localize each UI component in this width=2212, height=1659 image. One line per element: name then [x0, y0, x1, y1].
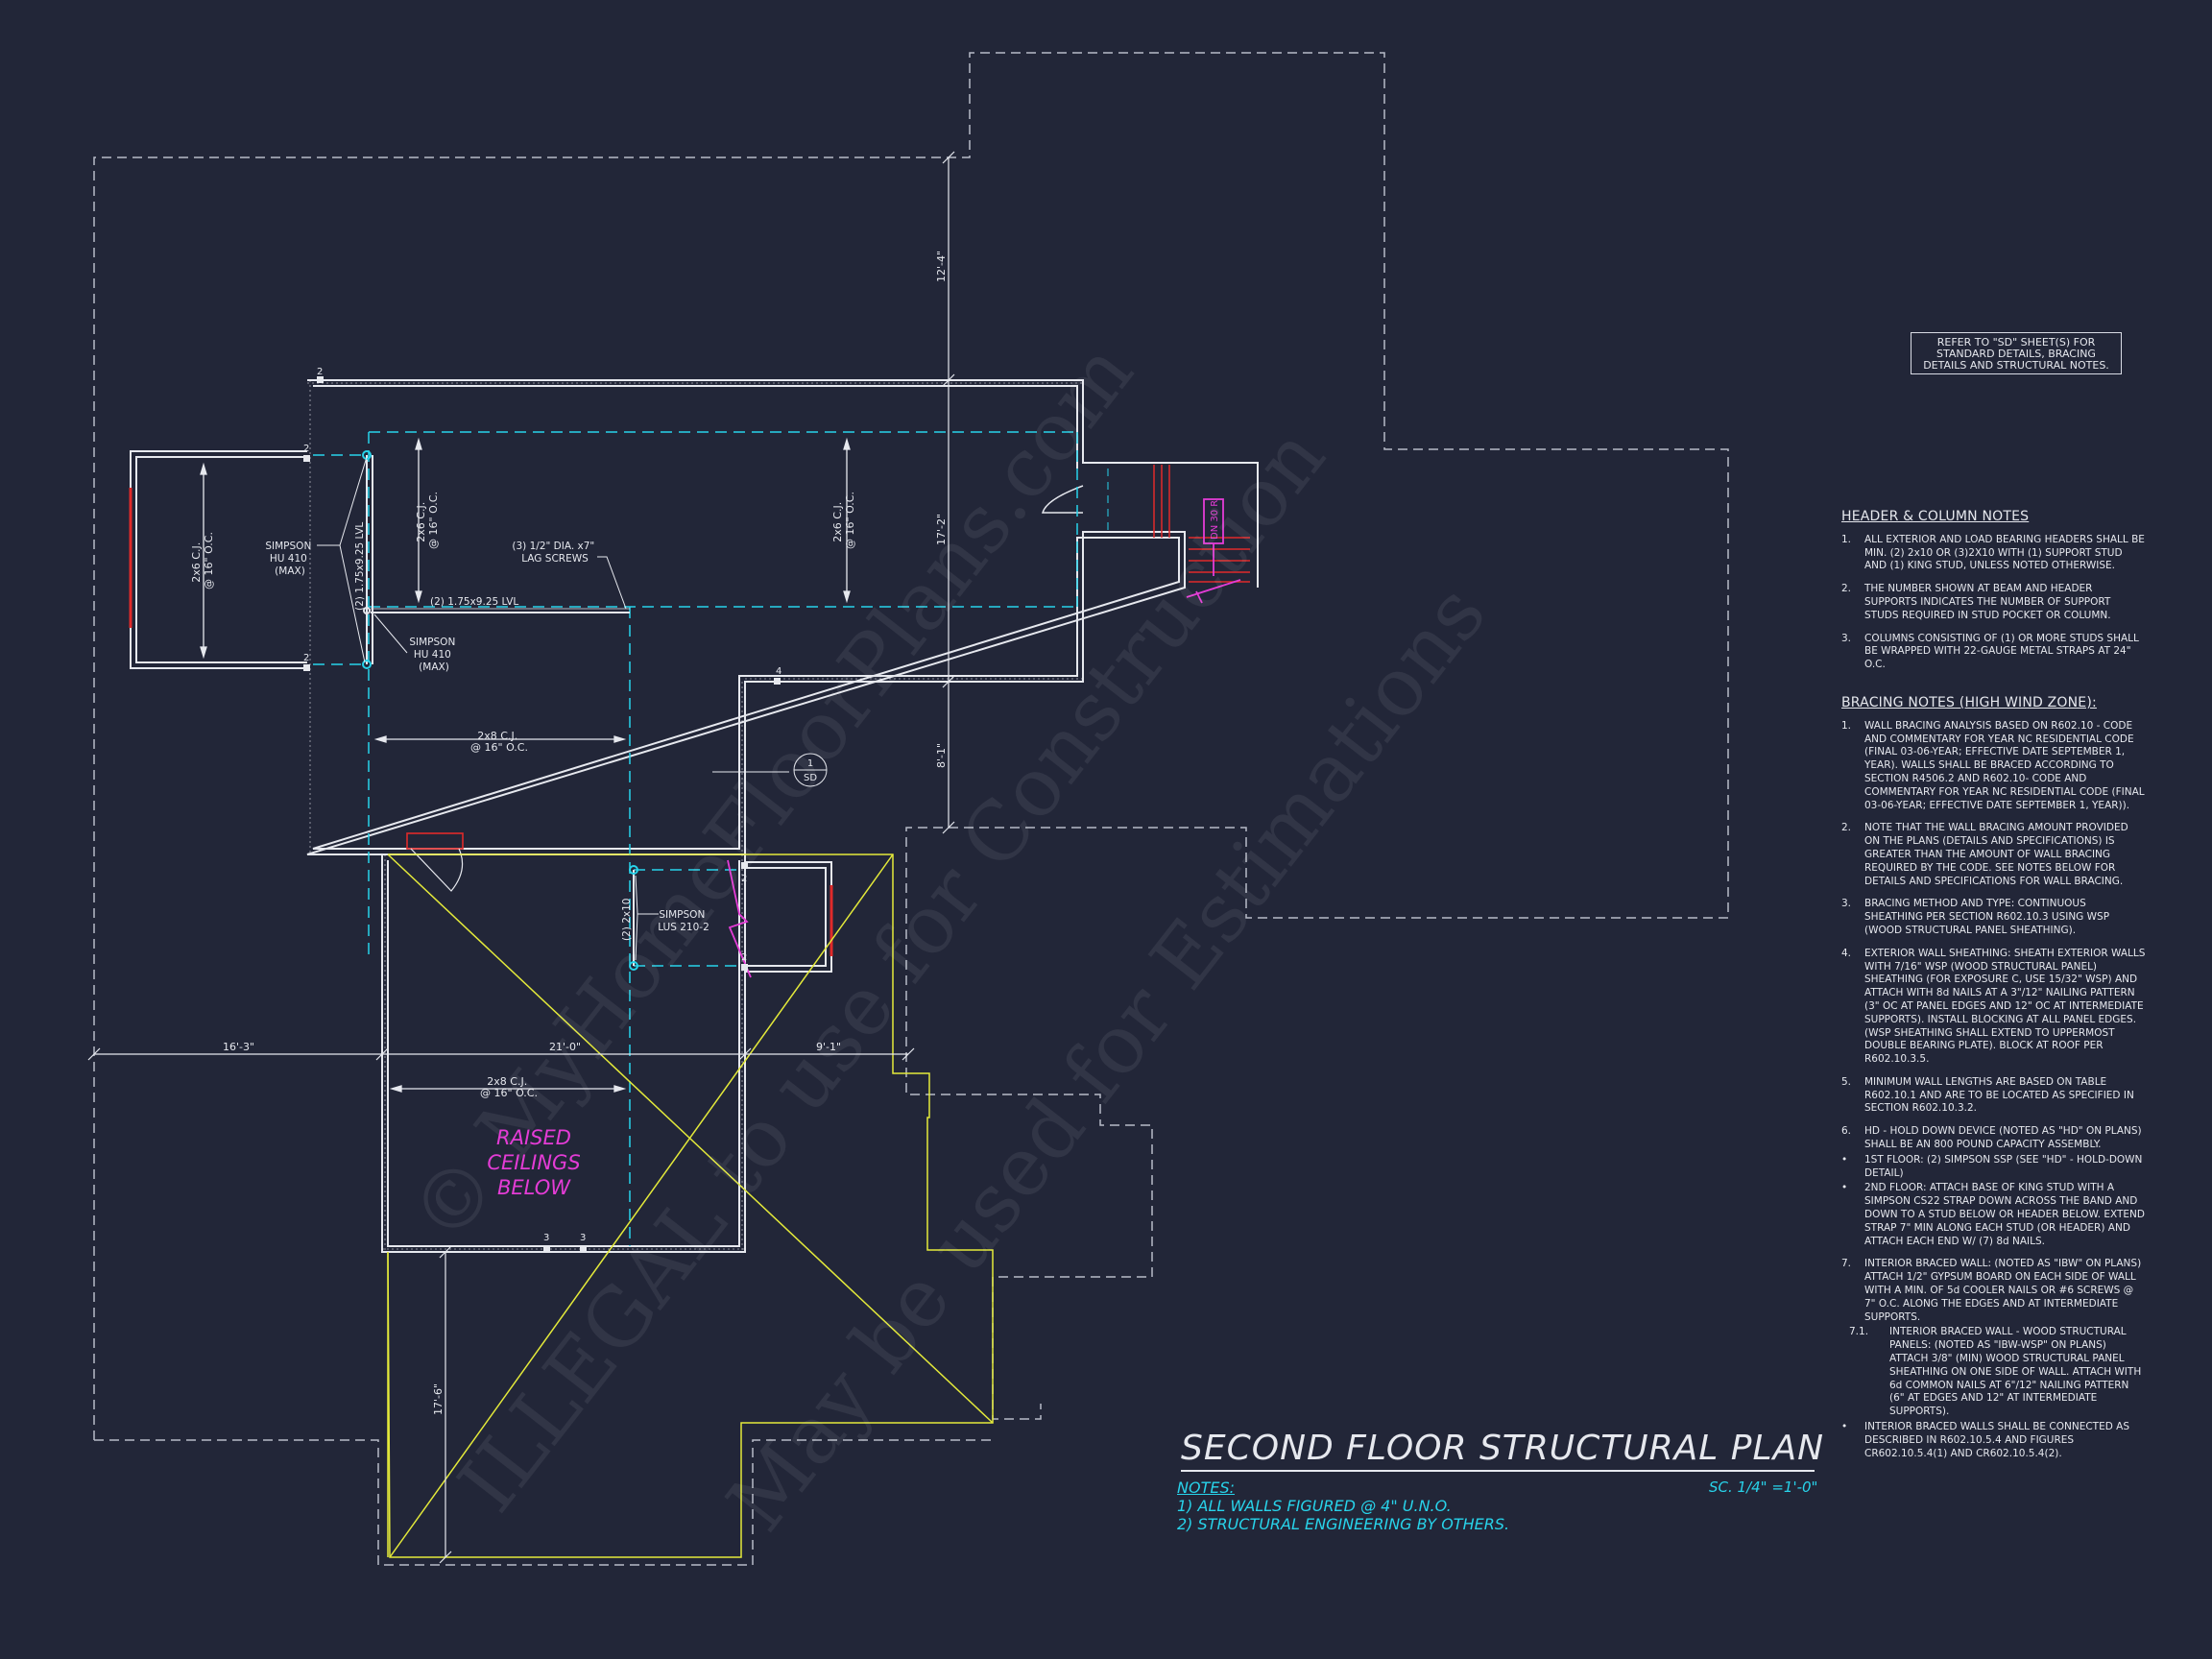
header-column-list: 1.ALL EXTERIOR AND LOAD BEARING HEADERS … — [1841, 534, 2147, 672]
simpson-top-1: SIMPSON — [265, 541, 311, 552]
bracing-list: 1.WALL BRACING ANALYSIS BASED ON R602.10… — [1841, 720, 2147, 1461]
simpson-lus-2: LUS 210-2 — [658, 922, 709, 933]
raised-ceilings-label: RAISED CEILINGS BELOW — [447, 1125, 620, 1200]
cj-right-1: 2x6 C.J. — [831, 502, 844, 542]
stair-label: DN 30 R — [1210, 500, 1220, 540]
cj-center-2: @ 16" O.C. — [427, 492, 440, 549]
bracing-note: 6.HD - HOLD DOWN DEVICE (NOTED AS "HD" O… — [1841, 1125, 2142, 1151]
simpson-top-3: (MAX) — [275, 565, 305, 577]
stud-count: 2 — [317, 367, 323, 377]
drawing-scale: SC. 1/4" =1'-0" — [1709, 1479, 1818, 1496]
header-note: 2.THE NUMBER SHOWN AT BEAM AND HEADER SU… — [1841, 583, 2111, 621]
bracing-heading: BRACING NOTES (HIGH WIND ZONE): — [1841, 694, 2097, 710]
bracing-note: 5.MINIMUM WALL LENGTHS ARE BASED ON TABL… — [1841, 1075, 2134, 1115]
break-line — [727, 859, 752, 978]
raised-ceilings-line-1: RAISED CEILINGS — [487, 1126, 581, 1174]
lag-screws-2: LAG SCREWS — [521, 553, 589, 565]
bracing-note: 4.EXTERIOR WALL SHEATHING: SHEATH EXTERI… — [1841, 947, 2146, 1066]
svg-text:SIMPSON HU 410 (MA: SIMPSON HU 410 (MAX) — [265, 541, 314, 577]
bracing-note: •INTERIOR BRACED WALLS SHALL BE CONNECTE… — [1841, 1421, 2129, 1459]
bracing-note: 7.INTERIOR BRACED WALL: (NOTED AS "IBW" … — [1841, 1258, 2142, 1323]
dim-right: 9'-1" — [816, 1041, 841, 1053]
svg-text:2x6 C.J. @ 16" O.C.: 2x6 C.J. @ 16" O.C. — [415, 492, 440, 549]
dim-mid: 17'-2" — [935, 514, 948, 545]
stud-count: 2 — [303, 444, 309, 454]
dimension-lines — [87, 151, 955, 1564]
simpson-bot-1: SIMPSON — [409, 637, 455, 648]
svg-text:2x8 C.J. @ 16" O.C.: 2x8 C.J. @ 16" O.C. — [470, 730, 528, 754]
svg-text:2x8 C.J. @ 16" O.C.: 2x8 C.J. @ 16" O.C. — [480, 1075, 538, 1099]
lvl-beams — [362, 450, 638, 971]
bracing-note: 7.1.INTERIOR BRACED WALL - WOOD STRUCTUR… — [1849, 1326, 2142, 1418]
cj-center-1: 2x6 C.J. — [415, 502, 427, 542]
svg-text:2x6 C.J. @ 16" O.C.: 2x6 C.J. @ 16" O.C. — [190, 532, 215, 589]
bracing-note: 3.BRACING METHOD AND TYPE: CONTINUOUS SH… — [1841, 898, 2110, 936]
walls — [130, 379, 1259, 1253]
dim-low: 8'-1" — [935, 743, 948, 768]
stud-markers — [303, 376, 781, 1253]
lag-screws-1: (3) 1/2" DIA. x7" — [512, 541, 594, 552]
stud-count: 4 — [776, 666, 781, 677]
simpson-lus-1: SIMPSON — [659, 909, 705, 921]
beam-lines — [313, 431, 1078, 1246]
lvl-vertical: (2) 1.75x9.25 LVL — [354, 522, 366, 611]
bracing-note: •1ST FLOOR: (2) SIMPSON SSP (SEE "HD" - … — [1841, 1153, 2143, 1179]
dim-top: 12'-4" — [935, 251, 948, 282]
simpson-bot-2: HU 410 — [414, 649, 451, 661]
stud-count: 2 — [741, 952, 747, 963]
reference-box: REFER TO "SD" SHEET(S) FOR STANDARD DETA… — [1911, 332, 2122, 374]
header-column-heading: HEADER & COLUMN NOTES — [1841, 509, 2030, 524]
roof-hips — [387, 854, 994, 1558]
stud-count: 2 — [741, 874, 747, 884]
structural-notes: HEADER & COLUMN NOTES 1.ALL EXTERIOR AND… — [1841, 509, 2147, 1470]
roof-outline — [93, 52, 1729, 1566]
stud-count: 3 — [580, 1233, 586, 1243]
cj-mid-2: @ 16" O.C. — [470, 741, 528, 754]
stair — [1042, 465, 1250, 604]
general-note: 1) ALL WALLS FIGURED @ 4" U.N.O. — [1177, 1497, 1452, 1515]
reference-line-1: REFER TO "SD" SHEET(S) FOR — [1936, 336, 2096, 349]
bracing-note: •2ND FLOOR: ATTACH BASE OF KING STUD WIT… — [1841, 1182, 2145, 1247]
svg-text:2x6 C.J. @ 16" O.C.: 2x6 C.J. @ 16" O.C. — [831, 492, 856, 549]
general-notes: NOTES: 1) ALL WALLS FIGURED @ 4" U.N.O. … — [1177, 1479, 1509, 1533]
cj-right-2: @ 16" O.C. — [844, 492, 856, 549]
stud-count: 3 — [543, 1233, 549, 1243]
reference-line-3: DETAILS AND STRUCTURAL NOTES. — [1923, 359, 2109, 372]
detail-tag-sheet: SD — [804, 773, 817, 783]
leaders — [317, 456, 828, 961]
cj-left-1: 2x6 C.J. — [190, 542, 203, 583]
bracing-note: 1.WALL BRACING ANALYSIS BASED ON R602.10… — [1841, 719, 2145, 811]
simpson-top-2: HU 410 — [270, 553, 307, 565]
plan-labels: 2x6 C.J. @ 16" O.C. 2x6 C.J. @ 16" O.C. … — [190, 251, 1220, 1415]
dim-center: 21'-0" — [549, 1041, 581, 1053]
svg-text:(3) 1/2" DIA. x7" LAG SC: (3) 1/2" DIA. x7" LAG SCREWS — [512, 541, 597, 565]
reference-line-2: STANDARD DETAILS, BRACING — [1936, 348, 2096, 360]
general-note: 2) STRUCTURAL ENGINEERING BY OTHERS. — [1177, 1515, 1510, 1533]
cj-left-2: @ 16" O.C. — [203, 532, 215, 589]
header-note: 1.ALL EXTERIOR AND LOAD BEARING HEADERS … — [1841, 533, 2145, 572]
cj-lower-2: @ 16" O.C. — [480, 1087, 538, 1099]
bracing-note: 2.NOTE THAT THE WALL BRACING AMOUNT PROV… — [1841, 822, 2128, 887]
header-note: 3.COLUMNS CONSISTING OF (1) OR MORE STUD… — [1841, 632, 2139, 671]
header-2x10: (2) 2x10 — [621, 899, 633, 941]
stud-count: 2 — [303, 653, 309, 663]
openings — [129, 488, 833, 956]
simpson-bot-3: (MAX) — [419, 661, 449, 673]
svg-text:SIMPSON HU 410 (MA: SIMPSON HU 410 (MAX) — [409, 637, 458, 673]
drawing-title: SECOND FLOOR STRUCTURAL PLAN — [1181, 1429, 1823, 1472]
dim-left: 16'-3" — [223, 1041, 254, 1053]
cj-lower-1: 2x8 C.J. — [487, 1075, 527, 1088]
dim-bottom: 17'-6" — [432, 1383, 445, 1415]
general-notes-heading: NOTES: — [1177, 1479, 1235, 1497]
raised-ceilings-line-2: BELOW — [496, 1176, 571, 1199]
lvl-horizontal: (2) 1.75x9.25 LVL — [430, 596, 518, 608]
svg-text:SIMPSON LUS 210-2: SIMPSON LUS 210-2 — [658, 909, 709, 933]
detail-tag-num: 1 — [807, 758, 813, 769]
joist-arrows — [200, 437, 851, 1093]
cj-mid-1: 2x8 C.J. — [477, 730, 517, 742]
